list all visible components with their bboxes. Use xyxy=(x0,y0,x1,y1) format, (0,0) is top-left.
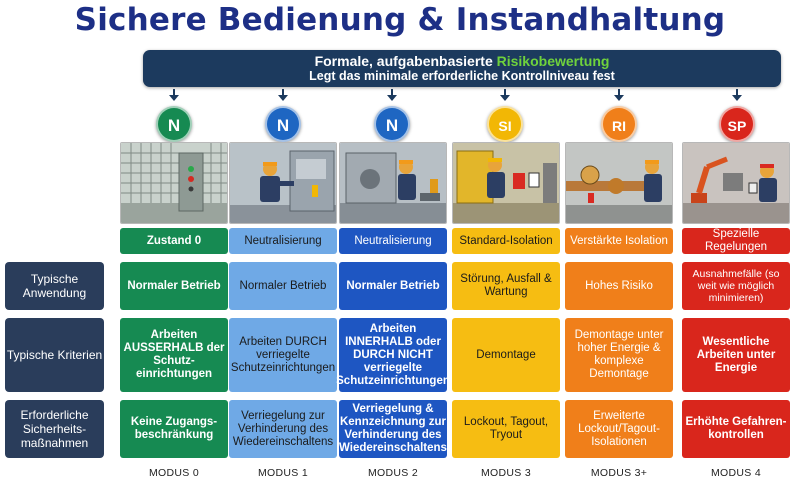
criteria-cell: Arbeiten AUSSERHALB der Schutz-einrichtu… xyxy=(120,318,228,392)
banner-line-2: Legt das minimale erforderliche Kontroll… xyxy=(309,69,615,83)
banner-highlight: Risikobewertung xyxy=(496,53,610,69)
mode-label: MODUS 3 xyxy=(481,467,531,479)
row-label-criteria: Typische Kriterien xyxy=(5,318,104,392)
column-header: Standard-Isolation xyxy=(452,228,560,254)
row-label-measures: Erforderliche Sicherheits-maßnahmen xyxy=(5,400,104,458)
level-badge-n: N xyxy=(265,106,301,142)
measures-cell: Verriegelung zur Verhinderung des Wieder… xyxy=(229,400,337,458)
arrow-down-icon xyxy=(614,89,624,101)
measures-cell: Keine Zugangs-beschränkung xyxy=(120,400,228,458)
application-cell: Normaler Betrieb xyxy=(229,262,337,310)
measures-cell: Erhöhte Gefahren-kontrollen xyxy=(682,400,790,458)
criteria-cell: Wesentliche Arbeiten unter Energie xyxy=(682,318,790,392)
column-header: Verstärkte Isolation xyxy=(565,228,673,254)
arrow-down-icon xyxy=(169,89,179,101)
column-header: Neutralisierung xyxy=(229,228,337,254)
arrow-down-icon xyxy=(500,89,510,101)
technician-icon xyxy=(230,143,336,223)
level-badge-ri: RI xyxy=(601,106,637,142)
robot-icon xyxy=(683,143,789,223)
banner-prefix: Formale, aufgabenbasierte xyxy=(314,53,497,69)
lockout-tagout-illustration xyxy=(452,142,560,224)
page-title: Sichere Bedienung & Instandhaltung xyxy=(74,2,726,38)
measures-cell: Lockout, Tagout, Tryout xyxy=(452,400,560,458)
arrow-down-icon xyxy=(387,89,397,101)
criteria-cell: Arbeiten DURCH verriegelte Schutzeinrich… xyxy=(229,318,337,392)
column-header: Spezielle Regelungen xyxy=(682,228,790,254)
control-cabinet-illustration xyxy=(120,142,228,224)
measures-cell: Verriegelung & Kennzeichnung zur Verhind… xyxy=(339,400,447,458)
banner-line-1: Formale, aufgabenbasierte Risikobewertun… xyxy=(143,53,781,69)
criteria-cell: Demontage xyxy=(452,318,560,392)
mode-label: MODUS 4 xyxy=(711,467,761,479)
control-cabinet-icon xyxy=(121,143,227,223)
technician-guard-illustration xyxy=(229,142,337,224)
level-badge-sp: SP xyxy=(719,106,755,142)
risk-assessment-banner: Formale, aufgabenbasierte Risikobewertun… xyxy=(143,50,781,87)
application-cell: Normaler Betrieb xyxy=(120,262,228,310)
application-cell: Hohes Risiko xyxy=(565,262,673,310)
technician-icon xyxy=(340,143,446,223)
column-header: Zustand 0 xyxy=(120,228,228,254)
mode-label: MODUS 0 xyxy=(149,467,199,479)
level-badge-si: SI xyxy=(487,106,523,142)
valve-isolation-illustration xyxy=(565,142,673,224)
application-cell: Normaler Betrieb xyxy=(339,262,447,310)
technician-machine-illustration xyxy=(339,142,447,224)
criteria-cell: Demontage unter hoher Energie & komplexe… xyxy=(565,318,673,392)
valve-icon xyxy=(566,143,672,223)
criteria-cell: Arbeiten INNERHALB oder DURCH NICHT verr… xyxy=(336,318,450,392)
mode-label: MODUS 1 xyxy=(258,467,308,479)
measures-cell: Erweiterte Lockout/Tagout-Isolationen xyxy=(565,400,673,458)
level-badge-n: N xyxy=(374,106,410,142)
application-cell: Störung, Ausfall & Wartung xyxy=(452,262,560,310)
arrow-down-icon xyxy=(278,89,288,101)
robot-cell-illustration xyxy=(682,142,790,224)
application-cell: Ausnahmefälle (so weit wie möglich minim… xyxy=(682,262,790,310)
mode-label: MODUS 3+ xyxy=(590,467,648,479)
level-badge-n: N xyxy=(156,106,192,142)
row-label-application: Typische Anwendung xyxy=(5,262,104,310)
column-header: Neutralisierung xyxy=(339,228,447,254)
arrow-down-icon xyxy=(732,89,742,101)
lockout-icon xyxy=(453,143,559,223)
mode-label: MODUS 2 xyxy=(368,467,418,479)
